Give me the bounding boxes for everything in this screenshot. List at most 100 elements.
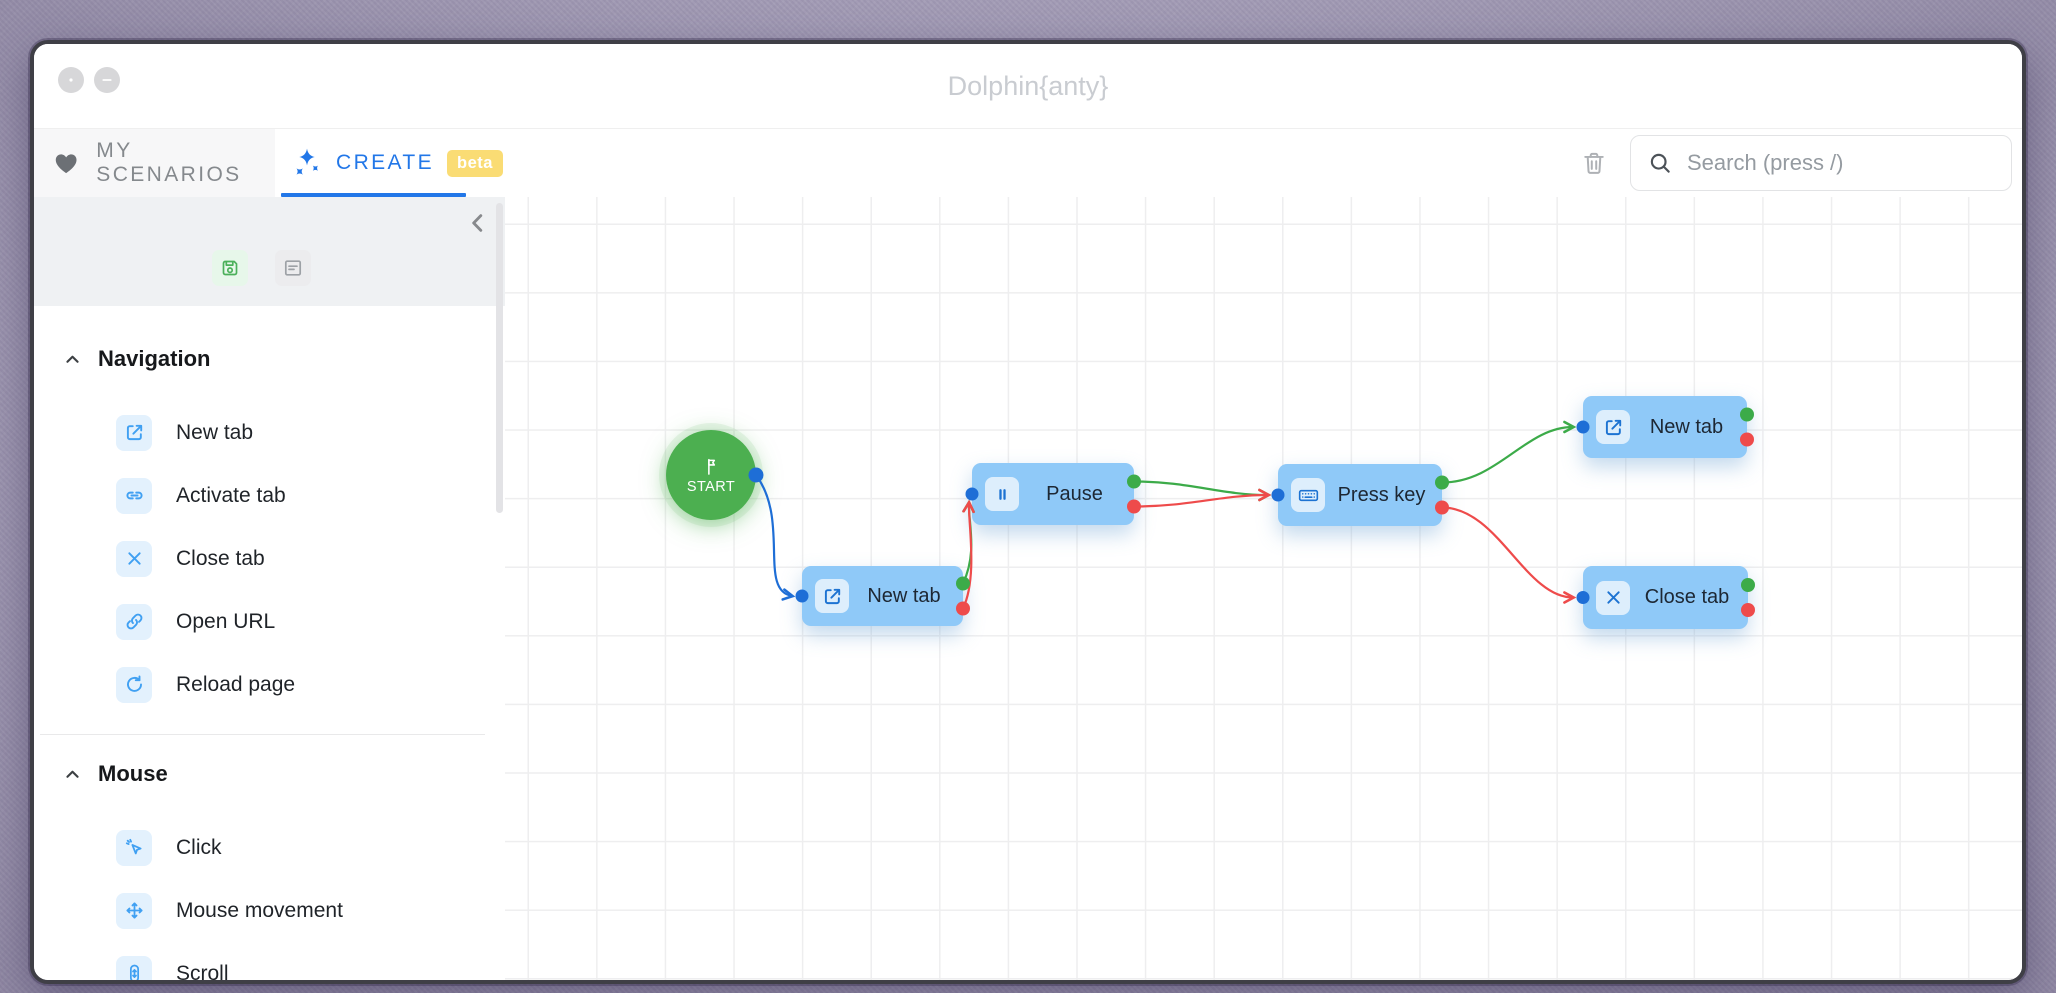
action-item-open-url[interactable]: Open URL	[34, 590, 505, 653]
port-press-key-error[interactable]	[1435, 500, 1449, 515]
port-pause-success[interactable]	[1127, 474, 1141, 489]
flow-node-label: Close tab	[1644, 586, 1730, 608]
scroll-icon	[116, 955, 152, 980]
sidebar-header	[34, 197, 505, 306]
window-title: Dolphin{anty}	[947, 71, 1109, 101]
window-close-button[interactable]	[58, 67, 84, 93]
sidebar-scrollbar[interactable]	[496, 203, 503, 513]
action-item-activate-tab[interactable]: Activate tab	[34, 464, 505, 527]
sidebar-divider	[40, 734, 485, 735]
window-controls	[58, 67, 120, 93]
section-title: Navigation	[98, 346, 211, 371]
delete-button[interactable]	[1580, 146, 1608, 180]
edge-press-key-new-tab-2	[1441, 420, 1577, 484]
click-icon	[116, 829, 152, 866]
flow-edges-layer	[748, 407, 1755, 617]
port-press-key-in[interactable]	[1271, 488, 1285, 502]
action-item-close-tab[interactable]: Close tab	[34, 527, 505, 590]
edge-new-tab-1-pause	[962, 499, 975, 584]
flow-node-label: New tab	[867, 584, 941, 607]
port-new-tab-1-success[interactable]	[956, 576, 970, 591]
app-window: Dolphin{anty} MY SCENARIOS CREATE beta	[30, 40, 2026, 984]
port-press-key-success[interactable]	[1435, 475, 1449, 490]
port-start-out[interactable]	[748, 467, 764, 483]
close-tab-icon	[1596, 580, 1630, 615]
port-new-tab-2-success[interactable]	[1740, 407, 1754, 422]
notes-button[interactable]	[275, 250, 311, 286]
flow-node-new-tab-2[interactable]: New tab	[1583, 396, 1747, 458]
close-tab-icon	[116, 540, 152, 577]
action-item-label: Click	[176, 835, 222, 859]
section-header-navigation[interactable]: Navigation	[62, 345, 505, 373]
active-tab-indicator	[281, 193, 466, 197]
action-item-mouse-movement[interactable]: Mouse movement	[34, 879, 505, 942]
flow-node-pause[interactable]: Pause	[972, 463, 1134, 525]
chevron-left-icon	[465, 210, 491, 236]
tab-create[interactable]: CREATE beta	[275, 129, 503, 197]
port-new-tab-2-error[interactable]	[1740, 432, 1754, 447]
section-header-mouse[interactable]: Mouse	[62, 760, 505, 788]
action-item-reload-page[interactable]: Reload page	[34, 653, 505, 716]
notes-icon	[281, 256, 305, 280]
flow-node-new-tab-1[interactable]: New tab	[802, 566, 963, 626]
action-item-new-tab[interactable]: New tab	[34, 401, 505, 464]
collapse-sidebar-button[interactable]	[461, 206, 495, 240]
flow-node-label: New tab	[1649, 415, 1724, 438]
port-new-tab-1-error[interactable]	[956, 601, 970, 616]
start-node-label: START	[686, 478, 736, 495]
action-item-label: Reload page	[176, 672, 296, 696]
edge-pause-press-key	[1133, 480, 1272, 502]
new-tab-icon	[815, 579, 849, 613]
heart-icon	[52, 148, 80, 178]
tab-create-label: CREATE	[336, 151, 435, 174]
press-key-icon	[1291, 478, 1325, 512]
activate-tab-icon	[116, 477, 152, 514]
window-minimize-button[interactable]	[94, 67, 120, 93]
save-icon	[218, 256, 242, 280]
flow-node-close-tab[interactable]: Close tab	[1583, 566, 1748, 629]
save-scenario-button[interactable]	[212, 250, 248, 286]
tab-my-scenarios-label: MY SCENARIOS	[96, 139, 242, 186]
port-close-tab-in[interactable]	[1576, 591, 1590, 604]
window-minimize-icon	[99, 72, 115, 88]
port-pause-error[interactable]	[1127, 499, 1141, 514]
new-tab-icon	[1596, 410, 1630, 444]
port-pause-in[interactable]	[965, 487, 979, 501]
flow-node-label: Press key	[1337, 483, 1426, 506]
flow-node-label: Pause	[1046, 482, 1103, 505]
action-item-label: New tab	[176, 420, 254, 444]
chevron-up-icon	[62, 349, 83, 370]
action-item-label: Activate tab	[176, 483, 286, 507]
topbar-actions	[1580, 129, 2012, 197]
pause-icon	[985, 477, 1019, 511]
search-icon	[1647, 150, 1673, 176]
flag-icon	[701, 456, 722, 477]
edge-press-key-close-tab	[1441, 506, 1577, 604]
tab-my-scenarios[interactable]: MY SCENARIOS	[34, 129, 275, 197]
mouse-movement-icon	[116, 892, 152, 929]
port-new-tab-2-in[interactable]	[1576, 420, 1590, 434]
port-new-tab-1-in[interactable]	[795, 589, 809, 603]
search-input[interactable]	[1685, 149, 1989, 177]
flow-node-press-key[interactable]: Press key	[1278, 464, 1442, 526]
beta-badge: beta	[447, 149, 503, 177]
action-item-scroll[interactable]: Scroll	[34, 942, 505, 981]
action-item-click[interactable]: Click	[34, 816, 505, 879]
tab-bar: MY SCENARIOS CREATE beta	[34, 129, 2022, 197]
port-close-tab-error[interactable]	[1741, 603, 1755, 617]
chevron-up-icon	[62, 764, 83, 785]
edge-new-tab-1-pause	[962, 499, 975, 609]
search-box[interactable]	[1630, 135, 2012, 191]
action-item-label: Open URL	[176, 609, 276, 633]
action-item-label: Scroll	[176, 961, 229, 981]
section-title: Mouse	[98, 761, 168, 786]
port-close-tab-success[interactable]	[1741, 578, 1755, 592]
trash-icon	[1580, 146, 1608, 180]
open-url-icon	[116, 603, 152, 640]
flow-node-start[interactable]: START	[666, 430, 756, 520]
